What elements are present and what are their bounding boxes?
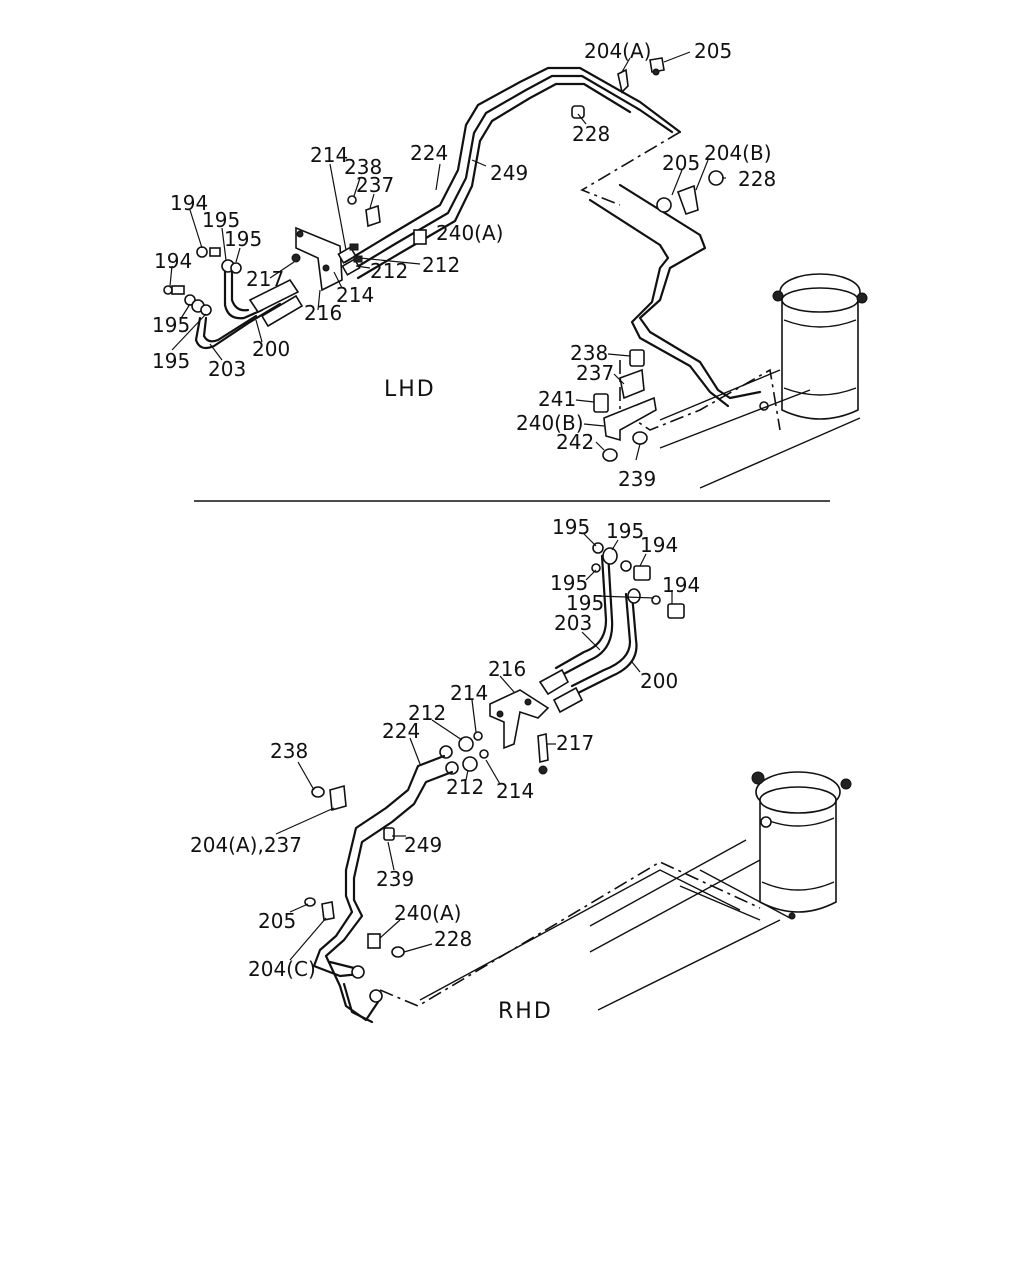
lhd-floor-lines bbox=[659, 369, 861, 489]
lhd-hoses bbox=[194, 266, 304, 350]
rhd-pipe-224-249 bbox=[312, 754, 454, 1024]
rhd-label: 205 bbox=[258, 909, 296, 933]
rhd-label: 194 bbox=[662, 573, 700, 597]
lhd-label: 239 bbox=[618, 467, 656, 491]
lhd-label: 195 bbox=[202, 208, 240, 232]
rhd-label: 195 bbox=[606, 519, 644, 543]
rhd-label: 214 bbox=[450, 681, 488, 705]
rhd-label: 195 bbox=[550, 571, 588, 595]
rhd-leader-lines bbox=[275, 533, 673, 961]
lhd-label: 237 bbox=[356, 173, 394, 197]
lhd-title: LHD bbox=[384, 377, 436, 402]
rhd-label: 200 bbox=[640, 669, 678, 693]
lhd-pipe-lower bbox=[588, 183, 762, 408]
lhd-label: 228 bbox=[738, 167, 776, 191]
lhd-label: 195 bbox=[152, 349, 190, 373]
lhd-dash-2 bbox=[619, 360, 781, 431]
lhd-label: 205 bbox=[662, 151, 700, 175]
rhd-label: 204(C) bbox=[248, 957, 316, 981]
lhd-label: 212 bbox=[422, 253, 460, 277]
rhd-receiver-drier bbox=[751, 771, 852, 920]
lhd-label: 194 bbox=[154, 249, 192, 273]
rhd-dash bbox=[379, 861, 761, 1007]
lhd-label: 214 bbox=[310, 143, 348, 167]
lhd-bracket-216 bbox=[295, 226, 343, 292]
lhd-label: 212 bbox=[370, 259, 408, 283]
lhd-label: 241 bbox=[538, 387, 576, 411]
lhd-receiver-drier bbox=[759, 273, 868, 420]
lhd-label: 238 bbox=[344, 155, 382, 179]
lhd-labels: 204(A) 205 228 205 204(B) 228 214 238 23… bbox=[152, 39, 776, 491]
lhd-fittings-212-214 bbox=[337, 243, 363, 276]
rhd-label: 195 bbox=[552, 515, 590, 539]
rhd-bracket-216 bbox=[489, 689, 550, 775]
lhd-label: 240(A) bbox=[436, 221, 503, 245]
rhd-label: 194 bbox=[640, 533, 678, 557]
rhd-label: 212 bbox=[408, 701, 446, 725]
rhd-label: 228 bbox=[434, 927, 472, 951]
rhd-label: 238 bbox=[270, 739, 308, 763]
lhd-label: 240(B) bbox=[516, 411, 584, 435]
lhd-fittings-194-195 bbox=[163, 246, 242, 316]
rhd-label: 204(A),237 bbox=[190, 833, 302, 857]
rhd-title: RHD bbox=[498, 999, 553, 1024]
lhd-dash-1 bbox=[580, 131, 681, 206]
rhd-label: 224 bbox=[382, 719, 420, 743]
lhd-label: 237 bbox=[576, 361, 614, 385]
lhd-label: 205 bbox=[694, 39, 732, 63]
lhd-label: 204(B) bbox=[704, 141, 772, 165]
lhd-clips-left bbox=[291, 195, 427, 263]
lhd-label: 195 bbox=[152, 313, 190, 337]
lhd-label: 194 bbox=[170, 191, 208, 215]
lhd-leader-lines bbox=[169, 51, 726, 461]
rhd-section: 195 195 194 195 194 195 203 216 200 214 … bbox=[190, 515, 852, 1024]
rhd-label: 249 bbox=[404, 833, 442, 857]
lhd-section: 204(A) 205 228 205 204(B) 228 214 238 23… bbox=[152, 39, 868, 491]
lhd-label: 216 bbox=[304, 301, 342, 325]
lhd-bracket-240B bbox=[593, 349, 657, 462]
rhd-label: 240(A) bbox=[394, 901, 461, 925]
rhd-label: 195 bbox=[566, 591, 604, 615]
rhd-label: 203 bbox=[554, 611, 592, 635]
rhd-label: 216 bbox=[488, 657, 526, 681]
rhd-floor-lines bbox=[419, 839, 791, 1011]
lhd-label: 204(A) bbox=[584, 39, 651, 63]
rhd-fittings-212-214 bbox=[439, 731, 489, 775]
lhd-label: 217 bbox=[246, 267, 284, 291]
lhd-label: 228 bbox=[572, 122, 610, 146]
rhd-label: 217 bbox=[556, 731, 594, 755]
lhd-label: 249 bbox=[490, 161, 528, 185]
rhd-hoses bbox=[538, 550, 638, 714]
lhd-label: 238 bbox=[570, 341, 608, 365]
lhd-label: 200 bbox=[252, 337, 290, 361]
lhd-label: 195 bbox=[224, 227, 262, 251]
lhd-label: 242 bbox=[556, 430, 594, 454]
rhd-labels: 195 195 194 195 194 195 203 216 200 214 … bbox=[190, 515, 700, 981]
rhd-label: 239 bbox=[376, 867, 414, 891]
lhd-label: 214 bbox=[336, 283, 374, 307]
lhd-clips-upper bbox=[571, 57, 724, 216]
rhd-label: 212 bbox=[446, 775, 484, 799]
lhd-label: 224 bbox=[410, 141, 448, 165]
lhd-label: 203 bbox=[208, 357, 246, 381]
rhd-label: 214 bbox=[496, 779, 534, 803]
